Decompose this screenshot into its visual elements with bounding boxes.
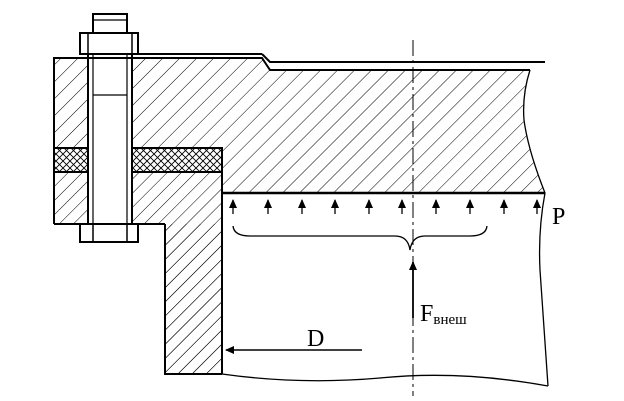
force-label-sub: внеш xyxy=(433,312,467,328)
force-label: Fвнеш xyxy=(420,301,467,328)
flange-wall-hatch xyxy=(165,224,221,374)
bolt-shank xyxy=(87,53,133,229)
pressure-arrows xyxy=(229,199,541,214)
bolt-end xyxy=(92,13,128,34)
force-label-main: F xyxy=(420,301,433,327)
curly-brace xyxy=(232,225,488,251)
cover-plate-hatch xyxy=(54,58,545,193)
cover-plate-outline xyxy=(53,53,545,375)
break-line-bottom xyxy=(221,373,549,387)
pressure-label: P xyxy=(552,204,565,230)
bolt-head xyxy=(79,223,139,243)
break-line-right xyxy=(522,69,549,387)
gasket xyxy=(53,147,223,173)
diameter-label: D xyxy=(307,326,324,352)
